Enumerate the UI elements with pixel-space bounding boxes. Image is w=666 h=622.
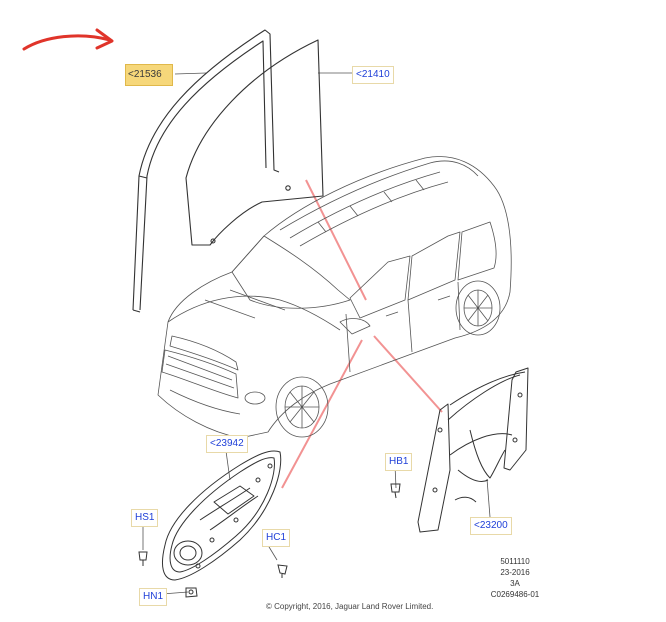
nut-hn1-icon [185, 587, 198, 598]
screw-hs1-icon [138, 551, 148, 566]
annotation-arrow-icon [22, 28, 114, 51]
clip-hc1-icon [277, 564, 288, 578]
vehicle-leader-lines [281, 179, 443, 489]
metadata-line-4: C0269486-01 [490, 590, 540, 599]
metadata-line-1: 5011110 [500, 557, 530, 566]
callout-21536[interactable]: <21536 [125, 64, 173, 86]
metadata-line-2: 23-2016 [500, 568, 530, 577]
glass-run-channel [132, 29, 280, 313]
metadata-line-3: 3A [510, 579, 520, 588]
vehicle-illustration [157, 156, 512, 439]
drawing-metadata: 5011110 23-2016 3A C0269486-01 [480, 556, 550, 600]
bolt-hb1-icon [390, 483, 401, 499]
callout-23942[interactable]: <23942 [206, 435, 248, 453]
callout-hc1[interactable]: HC1 [262, 529, 291, 547]
window-regulator [417, 367, 529, 533]
callout-hn1[interactable]: HN1 [139, 588, 168, 606]
callout-hb1[interactable]: HB1 [385, 453, 413, 471]
door-trim-panel [162, 450, 282, 581]
leader-lines [142, 72, 491, 595]
callout-21410[interactable]: <21410 [352, 66, 394, 84]
door-glass [185, 39, 324, 246]
copyright-notice: © Copyright, 2016, Jaguar Land Rover Lim… [266, 602, 434, 611]
callout-hs1[interactable]: HS1 [131, 509, 159, 527]
callout-23200[interactable]: <23200 [470, 517, 512, 535]
